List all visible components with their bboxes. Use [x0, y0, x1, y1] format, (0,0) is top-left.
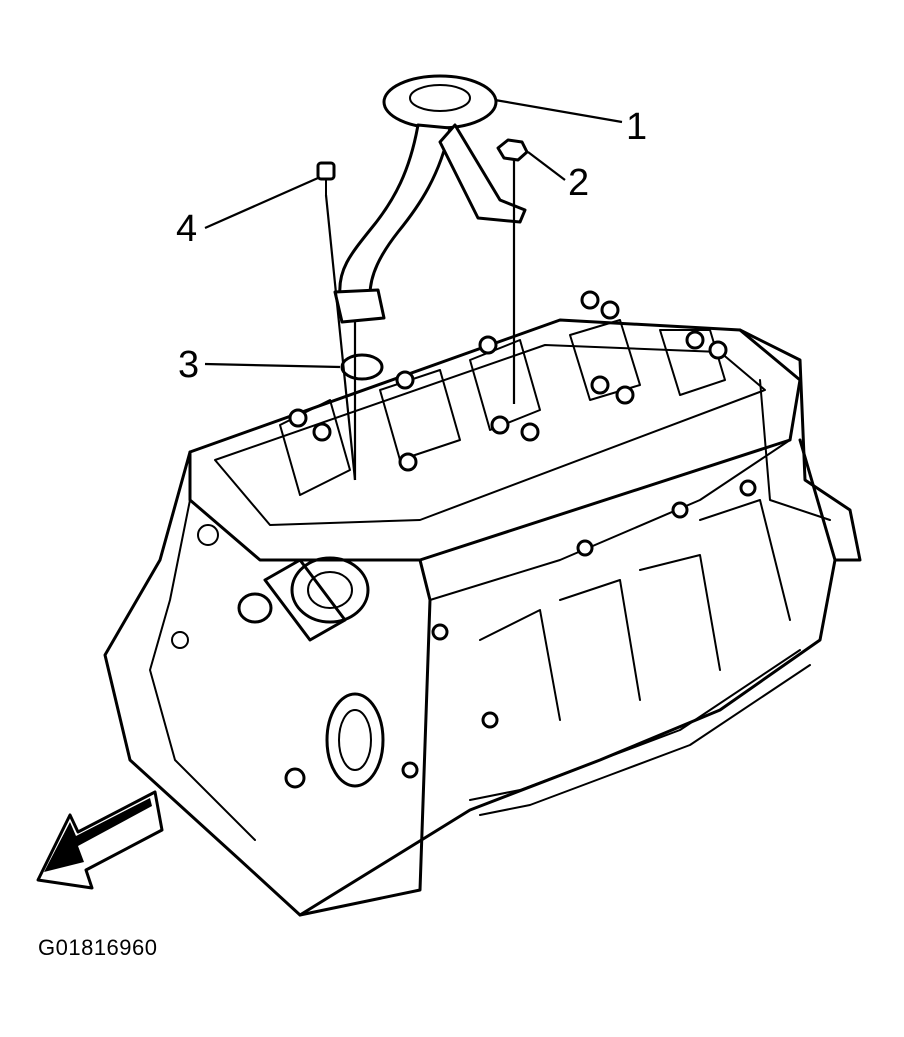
assembly-lines: [324, 160, 516, 481]
callout-2: 2: [568, 162, 590, 204]
callout-leaders: [204, 98, 623, 369]
bolt: [316, 161, 336, 196]
nut: [496, 138, 529, 162]
o-ring-seal: [340, 353, 384, 381]
callout-1: 1: [626, 106, 648, 148]
engine-block: [103, 290, 862, 917]
front-direction-arrow-icon: [36, 790, 164, 890]
oil-pump-screen: [333, 74, 527, 324]
figure-id: G01816960: [38, 935, 158, 960]
callout-3: 3: [178, 344, 200, 386]
callout-4: 4: [176, 208, 198, 250]
